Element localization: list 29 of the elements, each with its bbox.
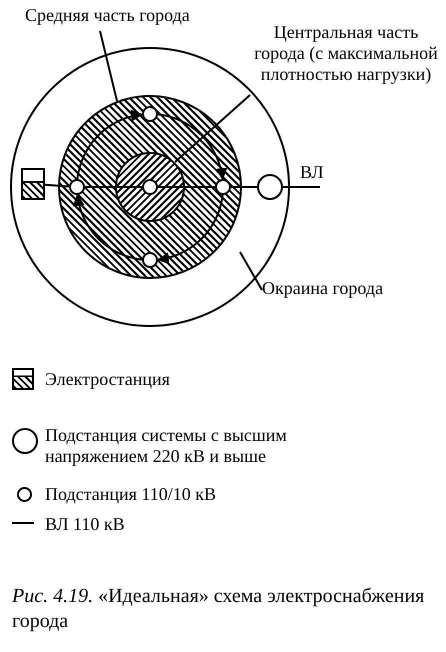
- substation-symbol: [142, 106, 158, 122]
- zone-label: Центральная часть города (с максимальной плотностью нагрузки): [250, 22, 442, 130]
- substation-symbol: [142, 179, 158, 195]
- legend-text: Подстанция 110/10 кВ: [45, 484, 217, 505]
- substation-symbol: [69, 179, 85, 195]
- power-line: [85, 186, 142, 188]
- leader-line: [239, 252, 263, 290]
- substation-symbol: [215, 179, 231, 195]
- zone-label: Окраина города: [262, 278, 434, 304]
- caption: Рис. 4.19. «Идеальная» схема электроснабжения города: [12, 584, 426, 634]
- power-line: [158, 186, 215, 188]
- leader-line: [99, 30, 118, 102]
- legend-text: Подстанция системы с высшим напряжением 220 кВ и выше: [45, 425, 288, 467]
- power-line: [283, 186, 320, 188]
- legend-text: Электростанция: [45, 369, 171, 390]
- ring-line: [73, 194, 142, 261]
- legend-text: ВЛ 110 кВ: [45, 514, 126, 535]
- ring-line: [158, 113, 227, 180]
- power-plant-symbol: [21, 168, 45, 200]
- power-line: [44, 184, 70, 188]
- power-line: [231, 186, 257, 188]
- system-substation-symbol: [257, 174, 283, 200]
- line-label: ВЛ: [300, 162, 324, 183]
- ring-line: [76, 110, 144, 180]
- substation-symbol: [142, 252, 158, 268]
- leader-line: [174, 94, 251, 163]
- central-zone-circle: [115, 152, 185, 222]
- zone-label: Средняя часть города: [25, 5, 245, 31]
- ring-line: [156, 194, 224, 264]
